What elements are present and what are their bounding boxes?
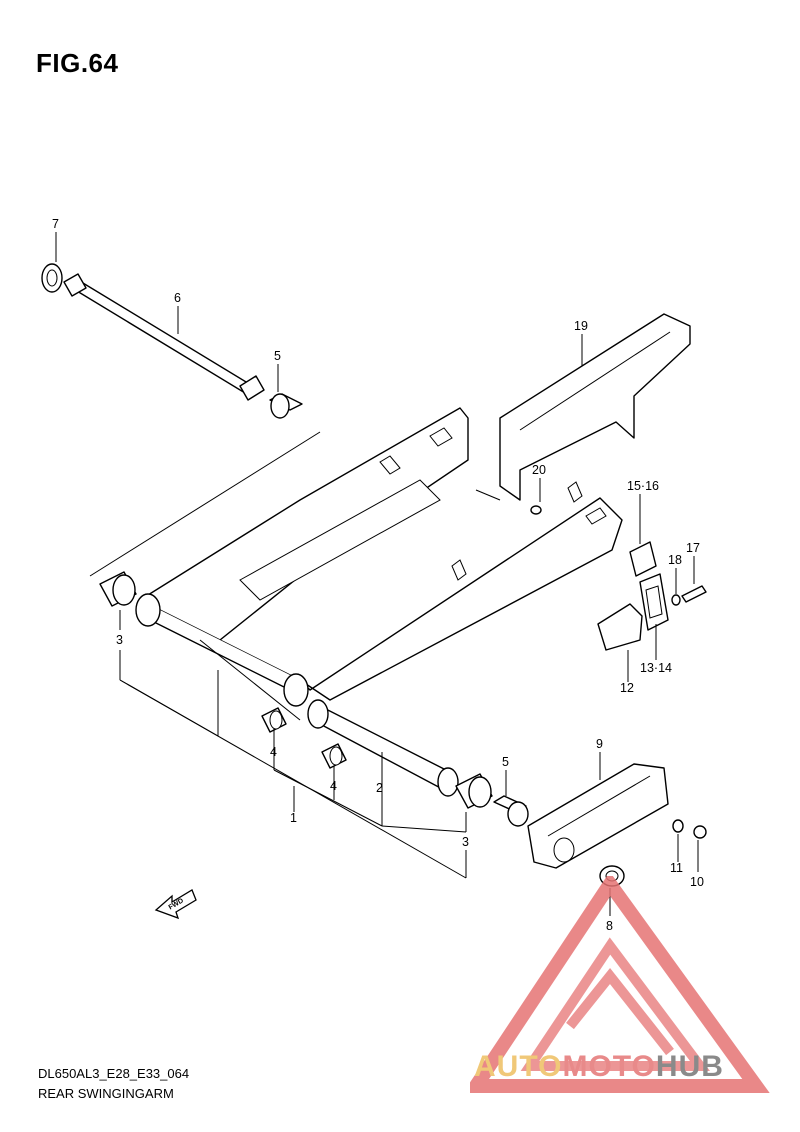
callout-7: 7 (52, 217, 59, 231)
callout-8: 8 (606, 919, 613, 933)
callout-1: 1 (290, 811, 297, 825)
callout-labels: 7 6 5 19 20 15·16 18 17 3 13·14 12 4 4 2… (52, 217, 704, 933)
watermark-hub: HUB (655, 1050, 724, 1083)
chain-cover (499, 313, 691, 501)
watermark-auto: AUTO (474, 1050, 563, 1083)
callout-6: 6 (174, 291, 181, 305)
buffer-screw (693, 825, 707, 839)
callout-19: 19 (574, 319, 588, 333)
callout-5-upper: 5 (274, 349, 281, 363)
washer (671, 594, 681, 606)
callout-4-lower: 4 (330, 779, 337, 793)
callout-4-upper: 4 (270, 745, 277, 759)
figure-title: FIG.64 (36, 48, 119, 78)
pivot-collar-upper (269, 393, 303, 419)
fwd-arrow-icon: FWD (154, 889, 197, 920)
callout-9: 9 (596, 737, 603, 751)
leader-lines (55, 232, 699, 916)
watermark-text: AUTOMOTOHUB (474, 1050, 724, 1084)
bearing-left (99, 571, 137, 607)
callout-17: 17 (686, 541, 700, 555)
buffer-collar (672, 819, 684, 833)
diagram-code: DL650AL3_E28_E33_064 (38, 1066, 190, 1081)
needle-bearing-lower (321, 743, 347, 769)
callout-3-left: 3 (116, 633, 123, 647)
pivot-spacer (307, 699, 459, 797)
callout-2: 2 (376, 781, 383, 795)
pivot-shaft (63, 273, 265, 401)
callout-5-lower: 5 (502, 755, 509, 769)
pivot-collar-lower (493, 795, 529, 827)
callout-10: 10 (690, 875, 704, 889)
chain-guide-plate (629, 541, 657, 577)
chain-guide-bracket (597, 603, 643, 651)
needle-bearing-upper (261, 707, 287, 733)
callout-11: 11 (670, 861, 683, 875)
chain-buffer (527, 763, 669, 869)
pivot-nut (41, 263, 63, 293)
automotohub-logo-icon (470, 876, 770, 1093)
callout-18: 18 (668, 553, 682, 567)
guide-bolt (681, 585, 707, 603)
bearing-right (455, 773, 493, 809)
callout-15-16: 15·16 (627, 479, 659, 493)
diagram-name: REAR SWINGINGARM (38, 1086, 174, 1101)
watermark-moto: MOTO (562, 1050, 656, 1083)
callout-13-14: 13·14 (640, 661, 672, 675)
callout-3-right: 3 (462, 835, 469, 849)
chain-cover-screw (530, 505, 542, 515)
chain-guide (639, 573, 669, 631)
swingarm-body (135, 407, 623, 721)
callout-20: 20 (532, 463, 546, 477)
callout-12: 12 (620, 681, 634, 695)
